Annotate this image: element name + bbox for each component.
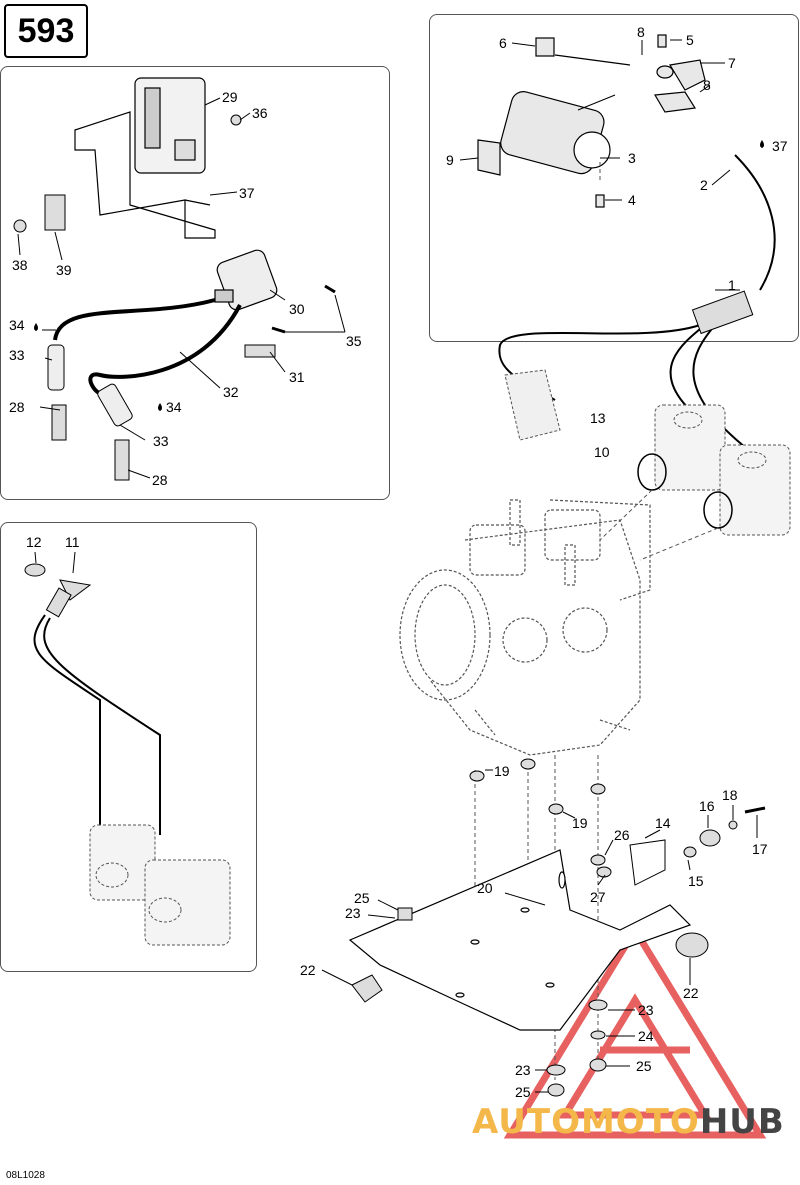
callout-5: 5 — [686, 32, 694, 48]
callout-13: 13 — [590, 410, 606, 426]
leader-lines-mount — [321, 769, 758, 1093]
callout-12: 12 — [26, 534, 42, 550]
callout-9: 9 — [446, 152, 454, 168]
callout-19b: 19 — [572, 815, 588, 831]
tps-sensor — [24, 563, 92, 618]
callout-15: 15 — [688, 873, 704, 889]
callout-26: 26 — [614, 827, 630, 843]
callout-25a: 25 — [354, 890, 370, 906]
callout-33a: 33 — [9, 347, 25, 363]
engine-plate — [348, 849, 692, 1031]
callout-18: 18 — [722, 787, 738, 803]
small-parts-coil — [13, 114, 336, 358]
tps-wires — [33, 614, 161, 835]
callout-28b: 28 — [152, 472, 168, 488]
callout-37a: 37 — [239, 185, 255, 201]
engine — [399, 499, 651, 756]
callout-27: 27 — [590, 889, 606, 905]
callout-34a: 34 — [9, 317, 25, 333]
watermark-text-2: HUB — [699, 1102, 785, 1142]
page-number: 593 — [4, 4, 88, 58]
watermark-text-1: AUTOMOTO — [472, 1102, 700, 1142]
callout-23c: 23 — [515, 1062, 531, 1078]
callout-22a: 22 — [300, 962, 316, 978]
callout-39: 39 — [56, 262, 72, 278]
callout-24: 24 — [638, 1028, 654, 1044]
drawing-code: 08L1028 — [6, 1170, 45, 1181]
callout-29: 29 — [222, 89, 238, 105]
callout-33b: 33 — [153, 433, 169, 449]
callout-36: 36 — [252, 105, 268, 121]
callout-2: 2 — [700, 177, 708, 193]
callout-1: 1 — [728, 277, 736, 293]
coil-bracket — [74, 77, 216, 239]
callout-38: 38 — [12, 257, 28, 273]
hv-wires — [53, 298, 242, 398]
callout-31: 31 — [289, 369, 305, 385]
callout-6: 6 — [499, 35, 507, 51]
callout-23a: 23 — [345, 905, 361, 921]
callout-14: 14 — [655, 815, 671, 831]
callout-20: 20 — [477, 880, 493, 896]
throttle-housing — [477, 34, 706, 208]
callout-17: 17 — [752, 841, 768, 857]
callout-11: 11 — [65, 534, 80, 550]
ignition-coil — [214, 249, 278, 311]
callout-35: 35 — [346, 333, 362, 349]
callout-3: 3 — [628, 150, 636, 166]
connector — [691, 290, 754, 335]
leader-lines-coil — [17, 97, 346, 479]
callout-32: 32 — [223, 384, 239, 400]
callout-8a: 8 — [637, 24, 645, 40]
callout-22b: 22 — [683, 985, 699, 1001]
carburetors-small — [89, 824, 231, 946]
callout-10: 10 — [594, 444, 610, 460]
callout-23b: 23 — [638, 1002, 654, 1018]
callout-8b: 8 — [703, 77, 711, 93]
callout-16: 16 — [699, 798, 715, 814]
callout-34b: 34 — [166, 399, 182, 415]
watermark-triangle — [503, 923, 767, 1139]
callout-28a: 28 — [9, 399, 25, 415]
callout-19a: 19 — [494, 763, 510, 779]
mount-hardware — [351, 758, 766, 1097]
callout-25c: 25 — [515, 1084, 531, 1100]
watermark-logo: AUTOMOTOHUB — [472, 1102, 785, 1142]
carburetors-main — [654, 404, 791, 536]
callout-4: 4 — [628, 192, 636, 208]
panel-throttle-switch — [429, 14, 799, 342]
callout-30: 30 — [289, 301, 305, 317]
bracket-13 — [504, 369, 561, 441]
leader-lines-throttle — [459, 39, 740, 291]
lubricant-drop-icons — [34, 140, 764, 411]
callout-25b: 25 — [636, 1058, 652, 1074]
callout-37b: 37 — [772, 138, 788, 154]
spark-plug-caps — [47, 344, 133, 481]
leader-lines-tps — [34, 551, 76, 574]
callout-7: 7 — [728, 55, 736, 71]
